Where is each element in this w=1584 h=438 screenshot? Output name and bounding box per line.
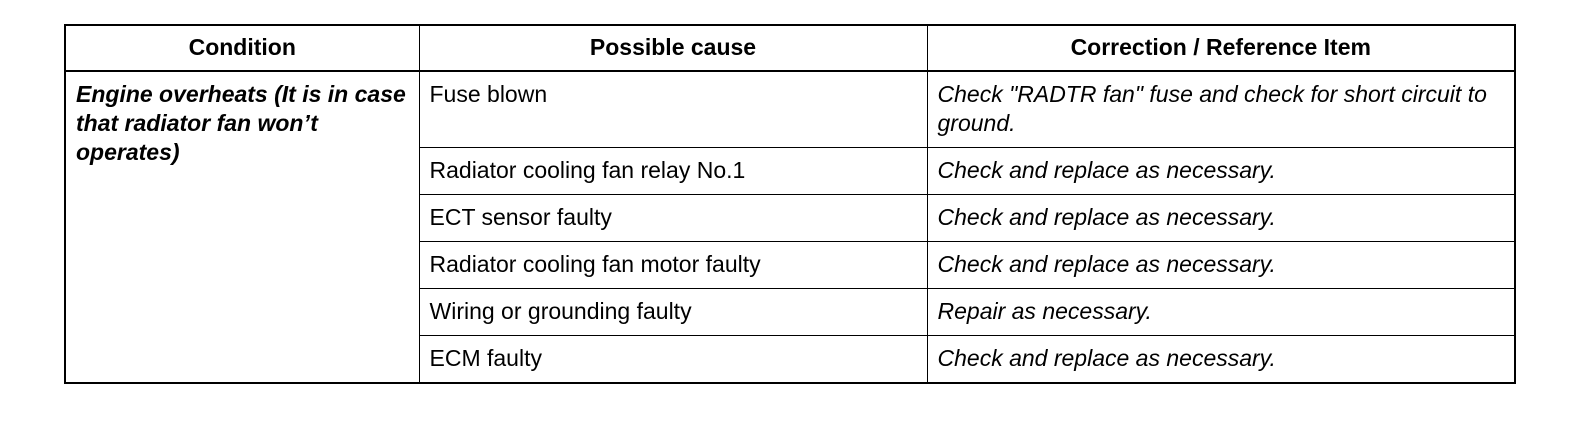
table-row: Engine overheats (It is in case that rad…: [64, 70, 1516, 384]
table-row: ECM faulty Check and replace as necessar…: [65, 335, 1516, 384]
correction-cell: Check and replace as necessary.: [926, 194, 1516, 242]
header-row: Condition Possible cause Correction / Re…: [64, 24, 1516, 72]
cause-cell: Radiator cooling fan motor faulty: [418, 241, 928, 289]
table-body: Engine overheats (It is in case that rad…: [64, 70, 1516, 384]
correction-cell: Check and replace as necessary.: [926, 241, 1516, 289]
cause-cell: Fuse blown: [418, 70, 928, 148]
diagnosis-table: Condition Possible cause Correction / Re…: [64, 24, 1516, 384]
cause-cell: ECT sensor faulty: [418, 194, 928, 242]
correction-cell: Repair as necessary.: [926, 288, 1516, 336]
header-condition: Condition: [64, 24, 420, 72]
table-row: Wiring or grounding faulty Repair as nec…: [65, 288, 1516, 336]
cause-cell: ECM faulty: [418, 335, 928, 384]
header-possible-cause: Possible cause: [418, 24, 928, 72]
correction-cell: Check and replace as necessary.: [926, 147, 1516, 195]
correction-cell: Check "RADTR fan" fuse and check for sho…: [926, 70, 1516, 148]
cause-cell: Radiator cooling fan relay No.1: [418, 147, 928, 195]
correction-cell: Check and replace as necessary.: [926, 335, 1516, 384]
header-correction: Correction / Reference Item: [926, 24, 1516, 72]
cause-cell: Wiring or grounding faulty: [418, 288, 928, 336]
table-header: Condition Possible cause Correction / Re…: [64, 24, 1516, 72]
condition-cell: Engine overheats (It is in case that rad…: [64, 70, 420, 384]
table-row: Radiator cooling fan relay No.1 Check an…: [65, 147, 1516, 195]
